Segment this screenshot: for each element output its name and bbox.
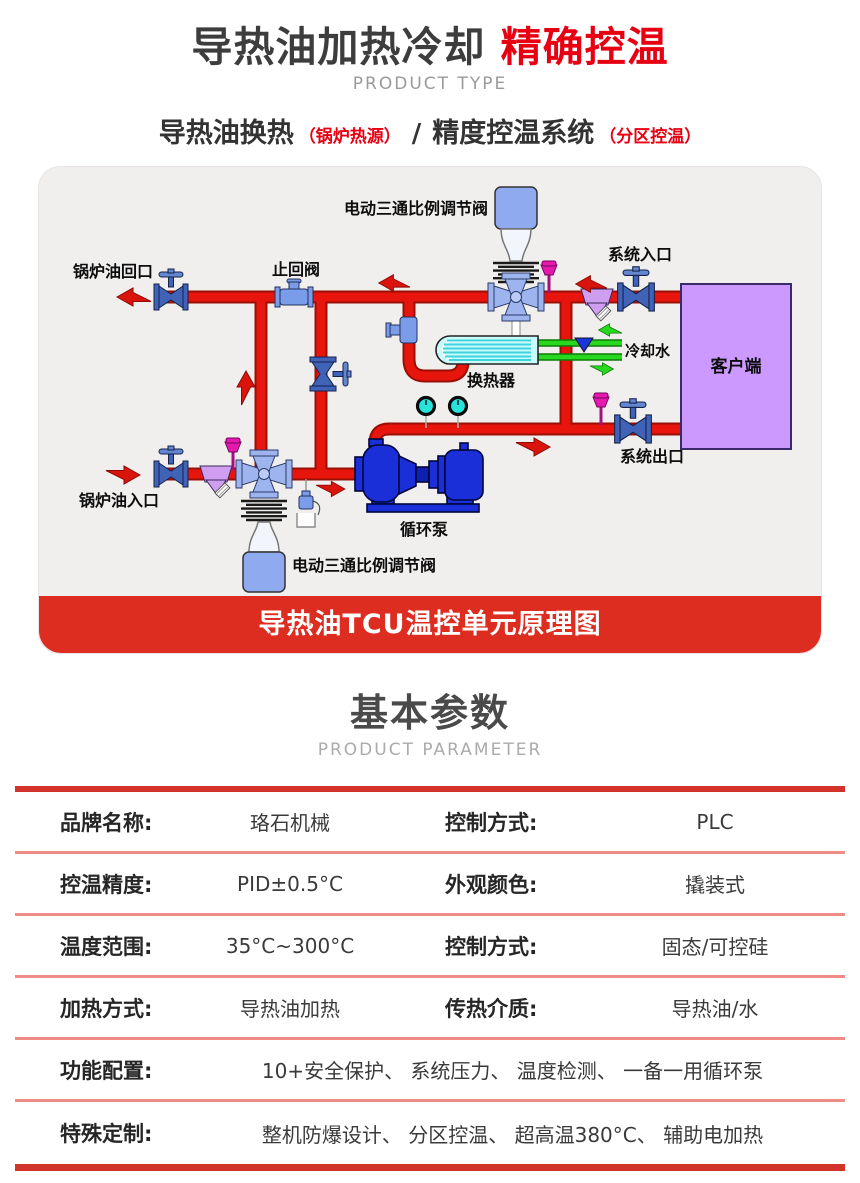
drain-fitting bbox=[296, 479, 321, 528]
client-box bbox=[680, 283, 792, 451]
product-type-line: 导热油换热 （锅炉热源） / 精度控温系统 （分区控温） bbox=[0, 111, 860, 150]
parameters-en-subtitle: PRODUCT PARAMETER bbox=[317, 740, 543, 761]
line2-tag1: （锅炉热源） bbox=[298, 127, 401, 148]
table-row: 加热方式: 导热油加热 传热介质: 导热油/水 bbox=[15, 978, 845, 1041]
flow-arrow-right-icon bbox=[515, 437, 551, 457]
flow-arrow-right-icon bbox=[315, 481, 346, 498]
param-label: 品牌名称: bbox=[60, 810, 153, 835]
table-row: 温度范围: 35°C~300°C 控制方式: 固态/可控硅 bbox=[15, 916, 845, 979]
title-red: 精确控温 bbox=[500, 23, 669, 71]
boiler-return-valve bbox=[153, 268, 189, 311]
flow-arrow-up-icon bbox=[236, 370, 256, 406]
boiler-oil-inlet-label: 锅炉油入口 bbox=[79, 491, 159, 510]
temp-sensor-outlet-icon bbox=[592, 392, 610, 426]
top-motor-valve bbox=[487, 186, 545, 322]
heat-exchanger bbox=[435, 335, 539, 365]
line2-part1: 导热油换热 bbox=[158, 118, 294, 150]
boiler-oil-return-label: 锅炉油回口 bbox=[73, 262, 153, 281]
system-inlet-label: 系统入口 bbox=[608, 245, 672, 264]
param-value: PLC bbox=[696, 809, 734, 834]
client-label: 客户端 bbox=[710, 356, 762, 377]
system-outlet-label: 系统出口 bbox=[620, 447, 684, 466]
param-value: 35°C~300°C bbox=[225, 933, 355, 958]
param-value: 撬装式 bbox=[685, 873, 745, 898]
bottom-motor-valve bbox=[235, 449, 293, 593]
param-label: 加热方式: bbox=[60, 996, 153, 1021]
table-row: 功能配置: 10+安全保护、 系统压力、 温度检测、 一备一用循环泵 bbox=[15, 1040, 845, 1103]
table-row: 特殊定制: 整机防爆设计、 分区控温、 超高温380°C、 辅助电加热 bbox=[15, 1102, 845, 1164]
tcu-schematic: 电动三通比例调节阀 锅炉油回口 止回阀 系统入口 冷却水 客户端 换热器 系统出… bbox=[73, 186, 792, 593]
title-en-subtitle: PRODUCT TYPE bbox=[352, 74, 508, 95]
table-row: 控温精度: PID±0.5°C 外观颜色: 撬装式 bbox=[15, 854, 845, 917]
circulation-pump-label: 循环泵 bbox=[400, 520, 448, 539]
cooling-water-pipes bbox=[538, 323, 623, 376]
param-label: 控制方式: bbox=[445, 810, 538, 835]
param-value: 导热油/水 bbox=[671, 997, 759, 1022]
pipe-coupling-icon bbox=[385, 316, 418, 344]
table-row: 品牌名称: 珞石机械 控制方式: PLC bbox=[15, 792, 845, 855]
param-label: 传热介质: bbox=[445, 996, 538, 1021]
boiler-inlet-valve bbox=[153, 445, 189, 488]
inlet-strainer bbox=[580, 288, 614, 322]
title-black: 导热油加热冷却 bbox=[191, 23, 486, 71]
coolant-arrow-in-icon bbox=[598, 323, 623, 337]
boiler-strainer bbox=[199, 465, 233, 499]
system-inlet-valve bbox=[617, 266, 655, 312]
parameters-header: 基本参数 PRODUCT PARAMETER bbox=[0, 682, 860, 760]
param-label: 控制方式: bbox=[445, 934, 538, 959]
param-label: 功能配置: bbox=[60, 1058, 153, 1083]
page-title: 导热油加热冷却 精确控温 bbox=[0, 23, 860, 71]
circulation-pump bbox=[354, 438, 484, 513]
param-label: 特殊定制: bbox=[60, 1122, 153, 1147]
parameters-title: 基本参数 bbox=[349, 691, 510, 736]
param-value: PID±0.5°C bbox=[237, 871, 343, 896]
system-outlet-valve bbox=[614, 398, 652, 444]
diagram-caption-banner: 导热油TCU温控单元原理图 bbox=[39, 596, 821, 654]
bottom-valve-label: 电动三通比例调节阀 bbox=[292, 556, 436, 575]
flow-arrow-left-icon bbox=[378, 274, 411, 292]
check-valve-label: 止回阀 bbox=[272, 260, 320, 279]
heat-exchanger-label: 换热器 bbox=[467, 371, 516, 390]
coolant-arrow-out-icon bbox=[589, 362, 614, 376]
param-value: 导热油加热 bbox=[240, 997, 340, 1022]
line2-part2: 精度控温系统 bbox=[432, 118, 595, 150]
param-value: 固态/可控硅 bbox=[661, 935, 769, 960]
flow-arrow-right-icon bbox=[105, 465, 141, 485]
param-value: 珞石机械 bbox=[250, 811, 330, 836]
param-label: 温度范围: bbox=[60, 934, 153, 959]
coolant-valve-icon bbox=[574, 337, 594, 354]
line2-separator: / bbox=[411, 119, 422, 150]
check-valve bbox=[274, 278, 314, 308]
line2-tag2: （分区控温） bbox=[599, 127, 702, 148]
flow-arrow-left-icon bbox=[116, 287, 152, 307]
param-value: 10+安全保护、 系统压力、 温度检测、 一备一用循环泵 bbox=[261, 1059, 764, 1084]
page-header: 导热油加热冷却 精确控温 PRODUCT TYPE 导热油换热 （锅炉热源） /… bbox=[0, 0, 860, 150]
param-value: 整机防爆设计、 分区控温、 超高温380°C、 辅助电加热 bbox=[261, 1122, 764, 1147]
param-label: 控温精度: bbox=[60, 872, 153, 897]
diagram-panel: 电动三通比例调节阀 锅炉油回口 止回阀 系统入口 冷却水 客户端 换热器 系统出… bbox=[38, 166, 822, 655]
param-label: 外观颜色: bbox=[445, 872, 538, 897]
cooling-water-label: 冷却水 bbox=[625, 342, 671, 360]
parameters-table: 品牌名称: 珞石机械 控制方式: PLC 控温精度: PID±0.5°C 外观颜… bbox=[15, 786, 845, 1172]
top-valve-label: 电动三通比例调节阀 bbox=[344, 199, 488, 218]
